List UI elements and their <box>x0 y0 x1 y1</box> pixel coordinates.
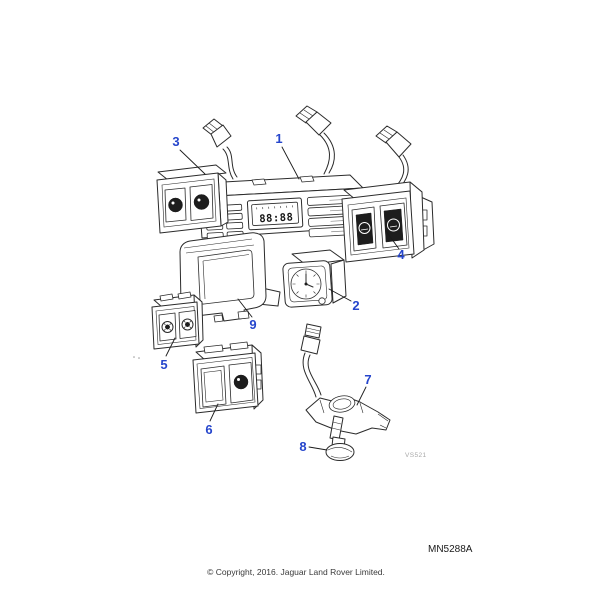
switch-symbol-icon <box>383 208 404 243</box>
harness-connector-right <box>375 125 412 191</box>
switch-symbol-icon <box>193 194 210 210</box>
panel-button <box>226 221 244 230</box>
harness-connector-left <box>202 118 238 180</box>
illustration-watermark: VS521 <box>405 452 427 459</box>
bezel-opening <box>197 249 255 305</box>
harness-connector-middle <box>295 105 335 175</box>
switch-button-blank <box>200 365 227 408</box>
callout-9[interactable]: 9 <box>249 317 256 332</box>
part-switch-pack-right <box>341 181 435 263</box>
copyright-text: © Copyright, 2016. Jaguar Land Rover Lim… <box>207 567 385 577</box>
switch-symbol-icon <box>233 374 249 390</box>
callout-7[interactable]: 7 <box>364 372 371 387</box>
part-lighter-knob <box>325 436 355 461</box>
callout-3[interactable]: 3 <box>172 134 179 149</box>
part-switch-pack-5 <box>133 291 204 359</box>
callout-1[interactable]: 1 <box>275 131 282 146</box>
switch-symbol-icon <box>161 321 174 333</box>
clock-adjust-knob <box>318 297 326 305</box>
panel-button <box>225 203 243 212</box>
switch-symbol-icon <box>181 318 194 331</box>
callout-5[interactable]: 5 <box>160 357 167 372</box>
part-cigar-lighter-assembly <box>300 323 391 441</box>
panel-button <box>225 212 243 221</box>
leader-lines <box>165 146 400 451</box>
part-switch-pack-left <box>156 164 229 234</box>
callout-8[interactable]: 8 <box>299 439 306 454</box>
callout-6[interactable]: 6 <box>205 422 212 437</box>
part-switch-pack-6 <box>192 341 264 414</box>
callout-4[interactable]: 4 <box>397 247 405 262</box>
clock-face-icon <box>290 268 322 300</box>
display-screen <box>251 201 299 226</box>
switch-symbol-icon <box>355 212 374 246</box>
part-clock-module <box>282 249 347 308</box>
callout-2[interactable]: 2 <box>352 298 359 313</box>
switch-symbol-icon <box>168 197 183 213</box>
figure-code: MN5288A <box>428 544 473 555</box>
clock-digits: 88:88 <box>259 211 294 225</box>
